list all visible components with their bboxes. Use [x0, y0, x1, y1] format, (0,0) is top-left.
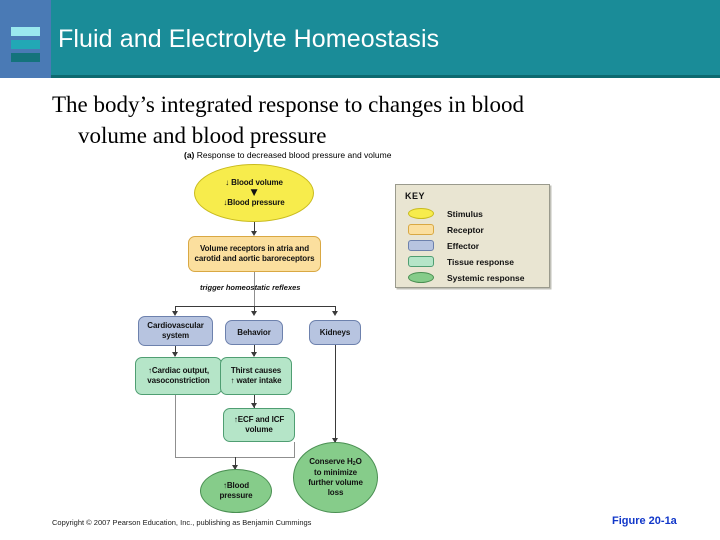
node-systemic-bp-line-2: pressure: [219, 491, 253, 500]
node-stimulus-line-2: ↓Blood pressure: [223, 198, 285, 208]
arrowhead-to-kidneys-icon: [332, 311, 338, 316]
connector-to-cardiovascular: [175, 306, 176, 314]
node-tissue-ecficf-line-1: ↑ECF and ICF: [233, 415, 285, 425]
arrowhead-join-to-blood-pressure-icon: [232, 465, 238, 470]
connector-receptors-trunk: [254, 272, 255, 306]
node-effector-cardiovascular-system: Cardiovascular system: [138, 316, 213, 346]
key-label-tissue-response: Tissue response: [447, 256, 514, 267]
node-systemic-conserve-line-2: to minimize: [314, 468, 357, 478]
node-receptor-volume-receptors: Volume receptors in atria and carotid an…: [188, 236, 321, 272]
node-tissue-cardiac-line-2: vasoconstriction: [147, 376, 210, 385]
figure-caption: (a) Response to decreased blood pressure…: [184, 150, 391, 160]
node-tissue-cardiac-output: ↑Cardiac output, vasoconstriction: [135, 357, 222, 395]
node-systemic-conserve-water: Conserve H2O to minimize further volume …: [293, 442, 378, 513]
connector-to-kidneys: [335, 306, 336, 314]
key-label-effector: Effector: [447, 240, 480, 251]
body-text-line-2: volume and blood pressure: [78, 122, 327, 148]
connector-ecficf-down: [294, 442, 295, 457]
node-receptor-line-2: carotid and aortic baroreceptors: [194, 254, 315, 263]
key-title: KEY: [405, 191, 426, 201]
node-tissue-ecficf-line-2: volume: [245, 425, 273, 434]
header-decoration-block: [0, 0, 51, 78]
arrowhead-kidneys-to-conserve-icon: [332, 438, 338, 443]
key-swatch-tissue-response-icon: [408, 256, 434, 267]
figure-caption-text: Response to decreased blood pressure and…: [196, 150, 392, 160]
conserve-text-a: Conserve H: [309, 457, 353, 467]
key-legend-panel: KEY Stimulus Receptor Effector Tissue re…: [395, 184, 550, 288]
internal-down-arrow-icon: ▼: [250, 187, 258, 198]
body-text-line-1: The body’s integrated response to change…: [52, 92, 525, 117]
key-swatch-stimulus-icon: [408, 208, 434, 219]
node-systemic-bp-line-1: ↑Blood: [222, 481, 250, 491]
node-effector-behavior: Behavior: [225, 320, 283, 345]
connector-join-to-blood-pressure: [235, 457, 236, 469]
connector-thirst-to-ecficf: [254, 395, 255, 408]
key-row-receptor: Receptor: [408, 223, 484, 236]
copyright-notice: Copyright © 2007 Pearson Education, Inc.…: [52, 518, 312, 527]
figure-number-label: Figure 20-1a: [612, 515, 677, 527]
node-tissue-cardiac-line-1: ↑Cardiac output,: [147, 366, 210, 376]
connector-kidneys-to-conserve: [335, 345, 336, 442]
connector-distribution-bar: [175, 306, 335, 307]
header-bar-1-icon: [11, 27, 40, 36]
node-systemic-blood-pressure: ↑Blood pressure: [200, 469, 272, 513]
slide-body-text: The body’s integrated response to change…: [52, 90, 672, 151]
node-tissue-thirst-line-1: Thirst causes: [230, 366, 282, 376]
key-row-effector: Effector: [408, 239, 479, 252]
node-stimulus-blood-volume-pressure: ↓ Blood volume ▼ ↓Blood pressure: [194, 164, 314, 222]
arrowhead-behavior-to-thirst-icon: [251, 352, 257, 357]
header-bar-3-icon: [11, 53, 40, 62]
arrowhead-thirst-to-ecficf-icon: [251, 403, 257, 408]
conserve-text-b: O: [355, 457, 362, 467]
conserve-subscript: 2: [352, 461, 356, 468]
key-row-systemic-response: Systemic response: [408, 271, 524, 284]
node-tissue-thirst-line-2: ↑ water intake: [230, 376, 282, 385]
arrowhead-to-behavior-icon: [251, 311, 257, 316]
key-swatch-systemic-response-icon: [408, 272, 434, 283]
node-effector-kidneys: Kidneys: [309, 320, 361, 345]
node-effector-cardiovascular-line-2: system: [162, 331, 189, 340]
node-receptor-line-1: Volume receptors in atria and: [200, 244, 309, 254]
node-effector-cardiovascular-line-1: Cardiovascular: [147, 321, 204, 331]
arrowhead-cardiovascular-to-cardiac-icon: [172, 352, 178, 357]
connector-cardiac-down: [175, 395, 176, 457]
key-swatch-receptor-icon: [408, 224, 434, 235]
figure-diagram: (a) Response to decreased blood pressure…: [135, 150, 560, 515]
key-label-stimulus: Stimulus: [447, 208, 483, 219]
key-label-receptor: Receptor: [447, 224, 484, 235]
node-tissue-thirst-water-intake: Thirst causes ↑ water intake: [220, 357, 292, 395]
connector-cardiovascular-to-cardiac: [175, 345, 176, 356]
connector-stimulus-to-receptors: [254, 222, 255, 234]
node-stimulus-line-1: ↓ Blood volume: [225, 178, 283, 188]
figure-caption-prefix: (a): [184, 150, 195, 160]
connector-behavior-to-thirst: [254, 345, 255, 356]
header-bar-2-icon: [11, 40, 40, 49]
slide-title: Fluid and Electrolyte Homeostasis: [58, 24, 440, 53]
arrowhead-to-cardiovascular-icon: [172, 311, 178, 316]
key-swatch-effector-icon: [408, 240, 434, 251]
reflex-label: trigger homeostatic reflexes: [200, 283, 301, 292]
node-systemic-conserve-line-1: Conserve H2O: [309, 457, 362, 468]
node-systemic-conserve-line-3: further volume: [308, 478, 363, 488]
node-tissue-ecf-icf-volume: ↑ECF and ICF volume: [223, 408, 295, 442]
key-row-stimulus: Stimulus: [408, 207, 483, 220]
key-row-tissue-response: Tissue response: [408, 255, 514, 268]
node-systemic-conserve-line-4: loss: [327, 487, 344, 497]
key-label-systemic-response: Systemic response: [447, 272, 525, 283]
slide-header-bar: Fluid and Electrolyte Homeostasis: [0, 0, 720, 78]
arrowhead-stimulus-to-receptors-icon: [251, 231, 257, 236]
connector-to-behavior: [254, 306, 255, 314]
